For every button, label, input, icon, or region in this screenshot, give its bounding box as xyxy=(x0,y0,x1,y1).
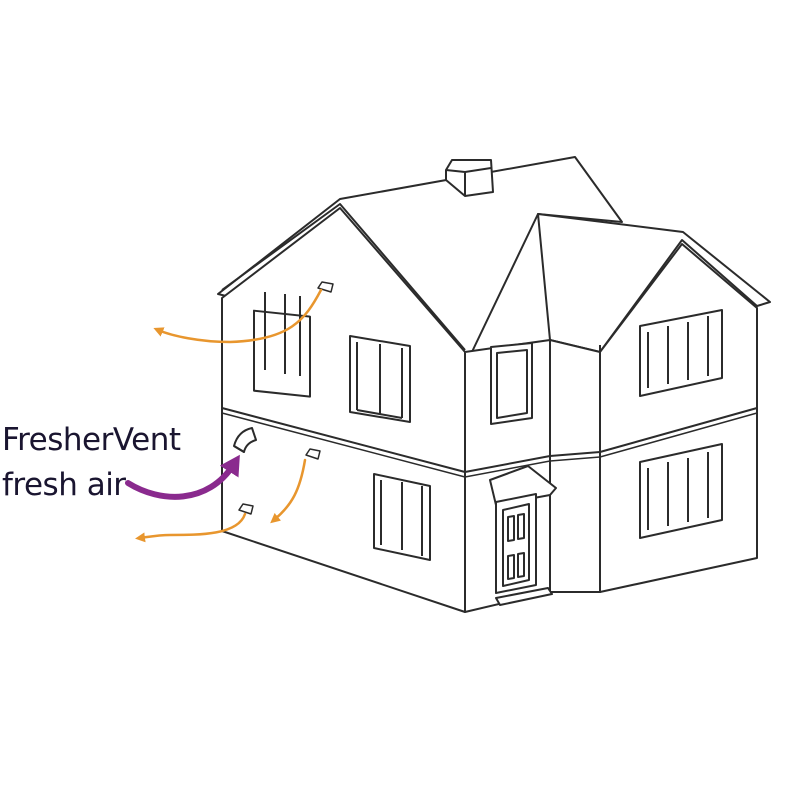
floor-divider xyxy=(221,407,758,473)
vent-low xyxy=(238,503,254,515)
fresh-air-arrow xyxy=(125,454,240,500)
window-left-upper-2 xyxy=(349,335,411,423)
elbow-vent-icon xyxy=(233,427,257,453)
window-front-upper xyxy=(490,342,533,425)
window-right-upper xyxy=(639,309,723,397)
main-roof-edge xyxy=(221,203,466,351)
extract-arrow-low xyxy=(135,512,247,543)
vent-upper xyxy=(317,281,334,293)
extract-arrow-upper xyxy=(153,288,323,344)
window-right-lower xyxy=(639,443,723,539)
window-left-upper xyxy=(253,292,311,398)
side-wall-strip xyxy=(549,339,601,593)
freshervent-label: FresherVent xyxy=(2,422,181,458)
extract-arrow-mid xyxy=(270,458,307,524)
fresh-air-label: fresh air xyxy=(2,467,126,503)
front-door xyxy=(489,465,557,606)
vent-mid xyxy=(305,448,321,460)
window-left-lower xyxy=(373,473,431,561)
